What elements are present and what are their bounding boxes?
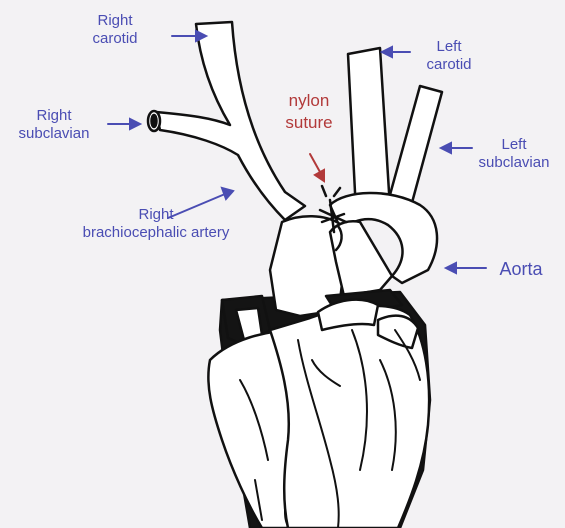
right-brachiocephalic-label-line1: Right [46, 206, 266, 224]
right-carotid-label-line2: carotid [80, 30, 150, 48]
left-carotid-label-line1: Left [414, 38, 484, 56]
left-carotid-label-line2: carotid [414, 56, 484, 74]
left-subclavian-label-line2: subclavian [466, 154, 562, 172]
right-subclavian-label-line1: Right [6, 107, 102, 125]
right-subclavian-label-line2: subclavian [6, 125, 102, 143]
left-carotid-vessel [348, 48, 390, 212]
right-brachiocephalic-label-line2: brachiocephalic artery [46, 224, 266, 242]
right-brachiocephalic-label: Right brachiocephalic artery [46, 206, 266, 242]
left-subclavian-vessel [388, 86, 442, 210]
left-subclavian-label-line1: Left [466, 136, 562, 154]
right-subclavian-label: Right subclavian [6, 107, 102, 143]
nylon-suture-label: nylon suture [266, 90, 352, 134]
left-subclavian-label: Left subclavian [466, 136, 562, 172]
right-carotid-label-line1: Right [80, 12, 150, 30]
nylon-suture-label-line2: suture [266, 112, 352, 134]
nylon-suture-label-line1: nylon [266, 90, 352, 112]
right-carotid-label: Right carotid [80, 12, 150, 48]
left-carotid-label: Left carotid [414, 38, 484, 74]
aorta-label: Aorta [488, 258, 554, 280]
